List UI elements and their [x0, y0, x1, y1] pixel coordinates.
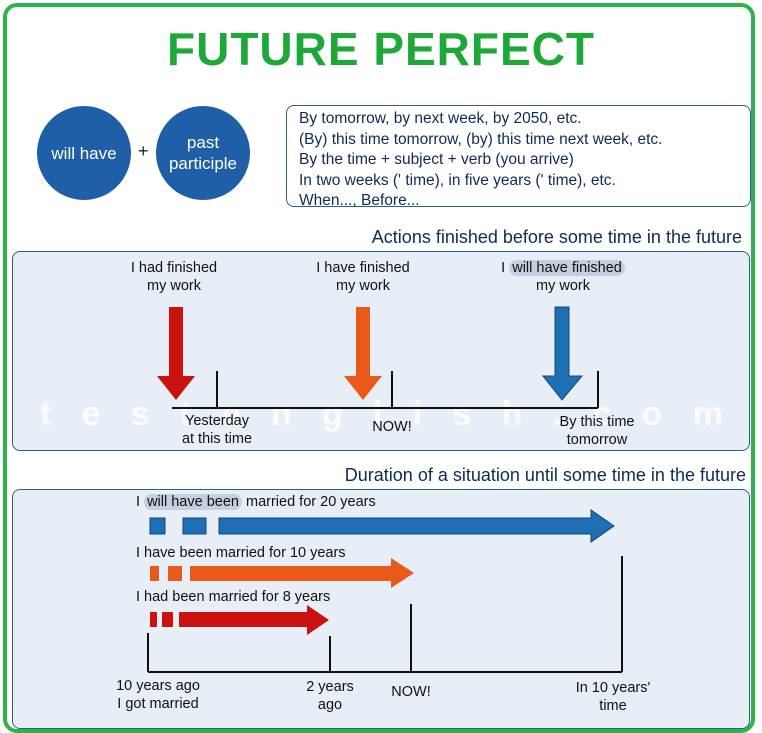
orange-dash	[168, 566, 182, 581]
red-duration-arrow	[179, 605, 329, 635]
ten-years-ago-label: 10 years ago I got married	[116, 678, 200, 712]
time-expression: By the time + subject + verb (you arrive…	[299, 151, 574, 168]
red-dash	[150, 612, 157, 627]
red-dash	[162, 612, 173, 627]
blue-duration-arrow	[218, 509, 615, 543]
time-expression: By tomorrow, by next week, by 2050, etc.	[299, 110, 582, 127]
section1-timeline-diagram	[157, 306, 599, 409]
will-have-been-highlight: will have been	[144, 494, 242, 510]
time-expression: When..., Before...	[299, 192, 420, 209]
time-expression: In two weeks (' time), in five years (' …	[299, 171, 616, 189]
past-participle-label: past participle	[169, 132, 237, 174]
will-have-label: will have	[51, 143, 117, 163]
section1-heading: Actions finished before some time in the…	[371, 227, 742, 247]
yesterday-label: Yesterday at this time	[181, 413, 253, 447]
section1-panel	[12, 251, 750, 451]
will-have-circle: will have	[37, 106, 131, 200]
red-down-arrow	[157, 307, 195, 400]
past-participle-circle: past participle	[156, 106, 250, 200]
blue-dash	[182, 517, 207, 535]
blue-down-arrow	[541, 306, 584, 401]
section2-heading: Duration of a situation until some time …	[344, 465, 746, 485]
will-have-finished-highlight: will have finished	[509, 260, 625, 276]
section2-timeline-diagram	[147, 509, 623, 673]
now-label: NOW!	[372, 419, 412, 435]
future-perfect-label: I will have finished my work	[490, 259, 636, 295]
two-years-ago-label: 2 years ago	[306, 679, 354, 713]
orange-dash	[150, 566, 159, 581]
by-this-time-tomorrow-label: By this time tomorrow	[559, 414, 635, 448]
present-perfect-label: I have finished my work	[316, 260, 410, 294]
present-perfect-continuous-label: I have been married for 10 years	[136, 545, 346, 561]
in-ten-years-label: In 10 years' time	[575, 680, 651, 714]
now-label: NOW!	[391, 684, 431, 700]
participle-label: participle	[168, 154, 238, 173]
time-expressions-box: By tomorrow, by next week, by 2050, etc.…	[286, 105, 751, 209]
page-title: FUTURE PERFECT	[167, 23, 595, 75]
orange-down-arrow	[344, 307, 382, 400]
past-perfect-continuous-label: I had been married for 8 years	[136, 589, 331, 605]
past-perfect-label: I had finished my work	[130, 260, 218, 294]
blue-dash	[149, 517, 166, 535]
plus-sign: +	[138, 141, 149, 161]
time-expression: (By) this time tomorrow, (by) this time …	[299, 130, 663, 148]
orange-duration-arrow	[190, 558, 414, 588]
future-perfect-continuous-label: I will have been married for 20 years	[136, 494, 376, 510]
past-label: past	[186, 133, 220, 152]
